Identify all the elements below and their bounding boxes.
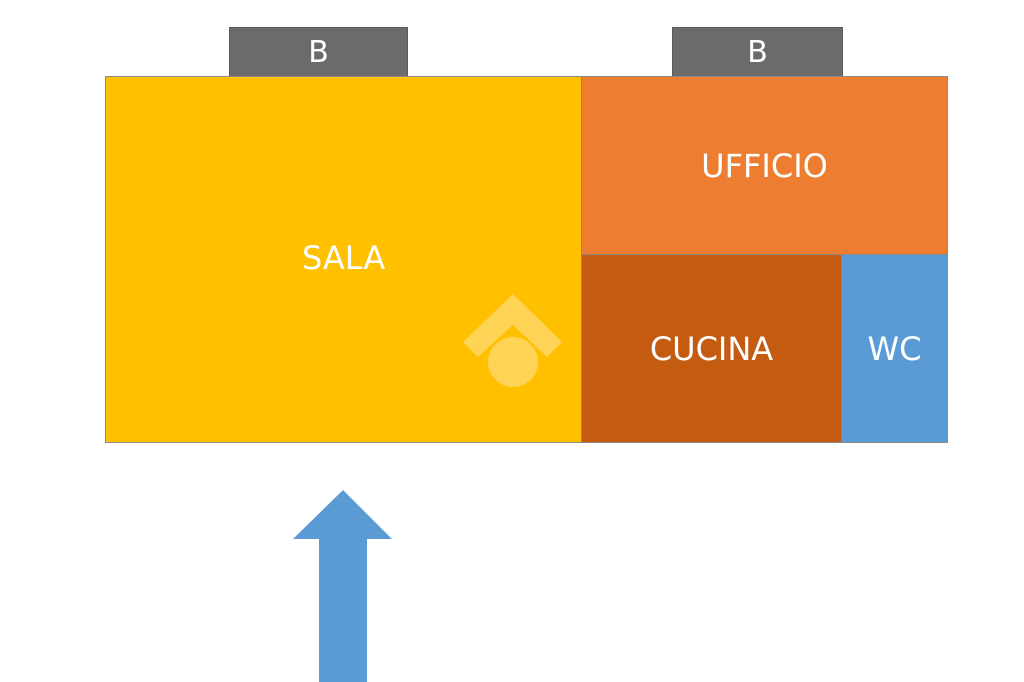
room-ufficio: UFFICIO [581, 76, 948, 255]
balcony-label: B [308, 34, 329, 70]
arrow-up-icon [293, 490, 392, 682]
room-label-cucina: CUCINA [649, 329, 774, 368]
room-cucina: CUCINA [581, 254, 842, 443]
balcony-label: B [747, 34, 768, 70]
balcony-left: B [229, 27, 408, 77]
room-label-wc: WC [867, 329, 922, 368]
room-label-ufficio: UFFICIO [701, 146, 828, 185]
house-logo-icon [463, 294, 562, 387]
room-label-sala: SALA [302, 239, 386, 277]
room-wc: WC [841, 254, 948, 443]
